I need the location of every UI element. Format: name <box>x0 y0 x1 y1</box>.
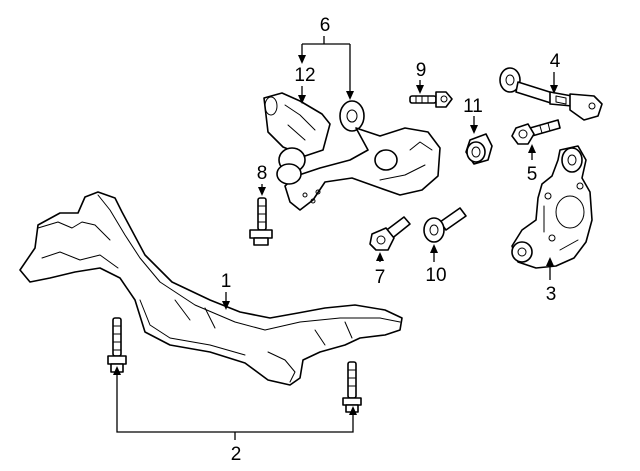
knuckle <box>511 145 593 269</box>
bolt-10 <box>423 207 467 243</box>
callout-6: 6 <box>320 15 331 36</box>
leader-lines <box>113 36 558 440</box>
callout-11: 11 <box>463 96 483 117</box>
bolt-9 <box>409 91 453 108</box>
callout-10: 10 <box>425 265 446 286</box>
callout-4: 4 <box>550 51 561 72</box>
callout-2: 2 <box>231 444 242 465</box>
lateral-link <box>499 67 603 121</box>
bolt-8 <box>249 197 273 246</box>
callout-7: 7 <box>375 267 386 288</box>
bolt-right <box>342 361 362 413</box>
callout-9: 9 <box>416 60 427 81</box>
bolt-left <box>107 317 127 373</box>
callout-8: 8 <box>257 163 268 184</box>
bolt-5 <box>511 119 561 145</box>
callout-5: 5 <box>527 164 538 185</box>
callout-labels: 1 2 3 4 5 6 7 8 9 10 11 12 <box>221 15 561 465</box>
upper-control-arm <box>276 100 441 211</box>
upper-arm-cover <box>263 92 331 157</box>
callout-3: 3 <box>546 284 557 305</box>
callout-12: 12 <box>294 65 315 86</box>
bolt-7 <box>369 216 411 251</box>
callout-1: 1 <box>221 271 232 292</box>
bushing-11 <box>465 133 493 165</box>
crossmember <box>19 191 403 386</box>
